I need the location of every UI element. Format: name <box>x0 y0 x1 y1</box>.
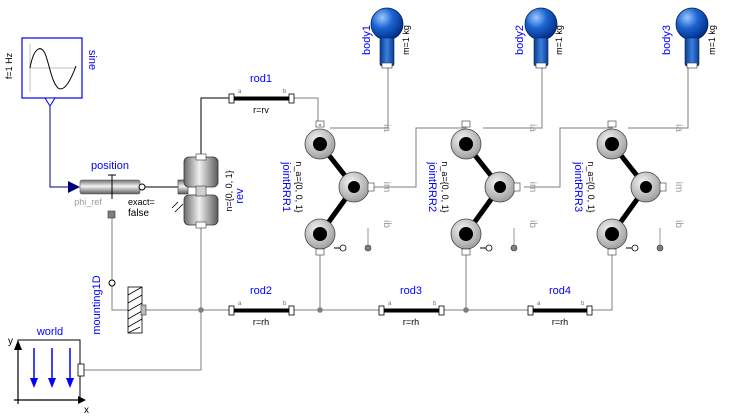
rod2[interactable]: rod2 a b r=rh <box>228 285 295 327</box>
body1[interactable]: body1 m=1 kg <box>361 7 411 69</box>
position-input-label: phi_ref <box>74 197 102 207</box>
body2-name: body2 <box>514 25 526 55</box>
rod3[interactable]: rod3 a b r=rh <box>378 285 445 327</box>
rod3-param: r=rh <box>403 317 419 327</box>
jointrrr3-name: jointRRR3 <box>572 161 584 212</box>
junction-dot <box>463 307 469 313</box>
position-input-port[interactable] <box>68 181 80 193</box>
rod4[interactable]: rod4 a b r=rh <box>527 285 593 327</box>
body3-param: m=1 kg <box>707 25 717 55</box>
body3[interactable]: body3 m=1 kg <box>661 7 717 69</box>
jointrrr2-port-im: im <box>527 182 538 193</box>
world-frame-port[interactable] <box>77 363 85 377</box>
jointrrr2[interactable]: ia im ib jointRRR2 n_a={0, 0, 1} <box>426 120 538 256</box>
junction-dot <box>198 307 204 313</box>
jointrrr3-port-ia: ia <box>673 124 684 132</box>
rod3-name: rod3 <box>400 285 422 297</box>
rev-param: n={0, 0, 1} <box>224 170 234 211</box>
rev-block[interactable]: rev n={0, 0, 1} <box>171 153 246 229</box>
rod4-port-b: b <box>581 301 585 307</box>
mounting1d-name: mounting1D <box>91 275 103 334</box>
jointrrr3-port-ib: ib <box>673 220 684 228</box>
rod3-port-a: a <box>388 301 392 307</box>
jointrrr3-port-im: im <box>673 182 684 193</box>
rod2-port-a: a <box>238 301 242 307</box>
rod2-port-b: b <box>283 301 287 307</box>
jointrrr2-port-ib: ib <box>527 220 538 228</box>
jointrrr1-port-ia: ia <box>381 124 392 132</box>
jointrrr1[interactable]: ia im ib jointRRR1 n_a={0, 0, 1} <box>280 120 392 256</box>
sine-param: f=1 Hz <box>4 52 14 79</box>
jointrrr2-port-ia: ia <box>527 124 538 132</box>
rod4-param: r=rh <box>552 317 568 327</box>
position-exact-value: false <box>128 208 150 219</box>
jointrrr3[interactable]: ia im ib jointRRR3 n_a={0, 0, 1} <box>572 120 684 256</box>
body1-param: m=1 kg <box>401 25 411 55</box>
body3-name: body3 <box>661 25 673 55</box>
rod2-param: r=rh <box>253 317 269 327</box>
world-name: world <box>36 326 63 338</box>
position-block[interactable]: position phi_ref exact= false <box>68 160 155 219</box>
sine-output-port[interactable] <box>44 97 56 107</box>
position-support-port[interactable] <box>107 210 116 219</box>
position-flange[interactable] <box>138 183 146 191</box>
rod1[interactable]: rod1 a b r=rv <box>228 73 295 115</box>
connection-lines <box>49 66 689 371</box>
world-block[interactable]: world y x <box>8 326 89 416</box>
mounting1d-block[interactable]: mounting1D <box>91 275 147 335</box>
jointrrr1-port-ib: ib <box>381 220 392 228</box>
rod1-port-b: b <box>283 89 287 95</box>
position-exact-label: exact= <box>128 197 155 207</box>
junction-dots <box>198 307 469 313</box>
rod4-port-a: a <box>537 301 541 307</box>
sine-name: sine <box>86 50 98 70</box>
rev-name: rev <box>234 188 246 204</box>
jointrrr1-param: n_a={0, 0, 1} <box>294 161 304 212</box>
body2-param: m=1 kg <box>554 25 564 55</box>
rod1-name: rod1 <box>250 73 272 85</box>
sine-block[interactable]: sine f=1 Hz <box>4 37 98 107</box>
rod1-port-a: a <box>238 89 242 95</box>
world-axis-x: x <box>84 405 89 416</box>
rod1-param: r=rv <box>253 105 269 115</box>
rod2-name: rod2 <box>250 285 272 297</box>
jointrrr3-param: n_a={0, 0, 1} <box>586 161 596 212</box>
jointrrr1-name: jointRRR1 <box>280 161 292 212</box>
jointrrr2-param: n_a={0, 0, 1} <box>440 161 450 212</box>
rod3-port-b: b <box>433 301 437 307</box>
body1-name: body1 <box>361 25 373 55</box>
rod4-name: rod4 <box>549 285 571 297</box>
body2[interactable]: body2 m=1 kg <box>514 7 564 69</box>
position-name: position <box>91 160 129 172</box>
jointrrr2-name: jointRRR2 <box>426 161 438 212</box>
junction-dot <box>317 307 323 313</box>
jointrrr1-port-im: im <box>381 182 392 193</box>
world-axis-y: y <box>8 336 13 347</box>
